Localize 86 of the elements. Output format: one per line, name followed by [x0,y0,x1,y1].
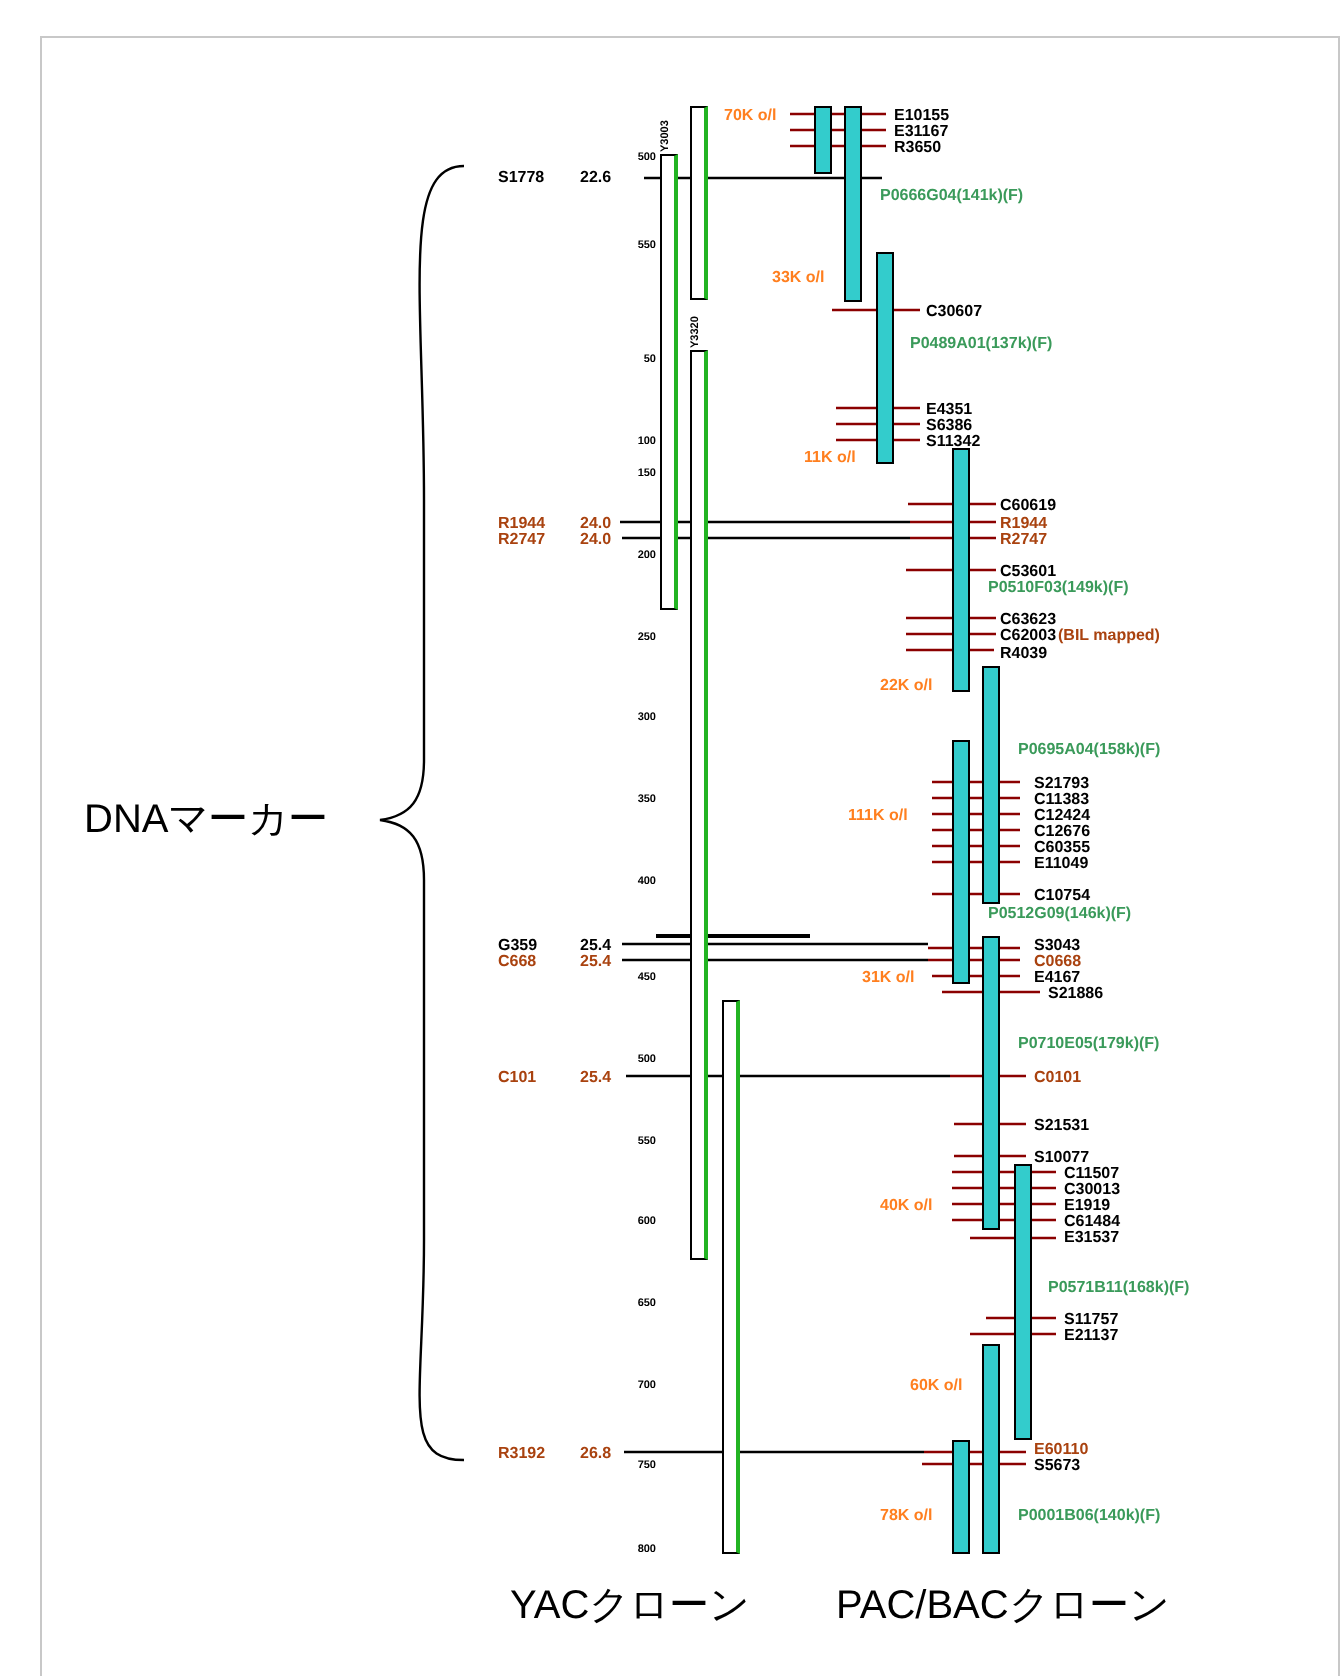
marker-name: S21793 [1034,773,1090,791]
group-label: YACクローン [510,1582,750,1630]
marker-name: C12676 [1034,821,1091,839]
marker-name: C30013 [1064,1179,1121,1197]
marker-name: R3192 [498,1443,546,1461]
yac-clone-bar [690,106,708,300]
marker-name: E4167 [1034,967,1081,985]
marker-name: C101 [498,1067,537,1085]
overlap-label: 33K o/l [772,267,825,285]
clone-name: P0001B06(140k)(F) [1018,1505,1161,1523]
marker-name: S1778 [498,167,545,185]
marker-name: S11342 [926,431,981,449]
marker-name: G359 [498,935,538,953]
group-label: DNAマーカー [84,796,329,844]
overlap-label: 22K o/l [880,675,933,693]
marker-name: C60619 [1000,495,1057,513]
marker-name: E60110 [1034,1439,1089,1457]
marker-name: C60355 [1034,837,1091,855]
marker-name: 24.0 [580,529,612,547]
marker-name: 26.8 [580,1443,612,1461]
marker-name: C10754 [1034,885,1091,903]
overlap-label: 31K o/l [862,967,915,985]
yac-clone-bar [690,350,708,1260]
bac-clone-bar [982,936,1000,1230]
marker-name: S3043 [1034,935,1081,953]
bac-clone-bar [952,740,970,984]
marker-name: 25.4 [580,935,612,953]
clone-name: P0710E05(179k)(F) [1018,1033,1160,1051]
overlap-label: 40K o/l [880,1195,933,1213]
clone-name: P0512G09(146k)(F) [988,903,1132,921]
bac-clone-bar [814,106,832,174]
marker-name: 24.0 [580,513,612,531]
overlap-label: 78K o/l [880,1505,933,1523]
marker-name: (BIL mapped) [1058,625,1160,643]
bac-clone-bar [952,448,970,692]
marker-name: R4039 [1000,643,1048,661]
clone-name: P0489A01(137k)(F) [910,333,1053,351]
marker-name: 25.4 [580,1067,612,1085]
marker-name: R1944 [498,513,546,531]
overlap-label: 111K o/l [848,805,908,823]
marker-name: C668 [498,951,537,969]
bac-clone-bar [844,106,862,302]
marker-name: R1944 [1000,513,1048,531]
marker-name: C0668 [1034,951,1082,969]
yac-clone-bar [722,1000,740,1554]
marker-name: S11757 [1064,1309,1119,1327]
marker-name: E31537 [1064,1227,1120,1245]
marker-name: E4351 [926,399,973,417]
marker-name: E10155 [894,105,950,123]
marker-name: E11049 [1034,853,1089,871]
marker-name: C53601 [1000,561,1057,579]
marker-name: S10077 [1034,1147,1090,1165]
marker-name: C11507 [1064,1163,1120,1181]
marker-name: E1919 [1064,1195,1111,1213]
marker-name: S5673 [1034,1455,1081,1473]
marker-name: R2747 [1000,529,1048,547]
marker-name: C12424 [1034,805,1091,823]
bac-clone-bar [876,252,894,464]
marker-name: C0101 [1034,1067,1082,1085]
marker-name: E21137 [1064,1325,1119,1343]
bac-clone-bar [982,1344,1000,1554]
marker-name: S6386 [926,415,973,433]
marker-name: C63623 [1000,609,1057,627]
bac-clone-bar [1014,1164,1032,1440]
clone-name: P0666G04(141k)(F) [880,185,1024,203]
bac-clone-bar [982,666,1000,904]
marker-name: 22.6 [580,167,612,185]
marker-name: R3650 [894,137,942,155]
marker-name: C11383 [1034,789,1090,807]
marker-name: S21531 [1034,1115,1090,1133]
marker-name: 25.4 [580,951,612,969]
marker-name: C30607 [926,301,983,319]
marker-name: C61484 [1064,1211,1121,1229]
marker-name: C62003 [1000,625,1057,643]
marker-name: R2747 [498,529,546,547]
clone-name: P0695A04(158k)(F) [1018,739,1161,757]
yac-clone-bar [660,154,678,610]
overlap-label: 60K o/l [910,1375,963,1393]
clone-name: P0510F03(149k)(F) [988,577,1129,595]
group-label: PAC/BACクローン [836,1582,1169,1630]
overlap-label: 11K o/l [804,447,856,465]
marker-name: S21886 [1048,983,1104,1001]
overlap-label: 70K o/l [724,105,777,123]
clone-name: P0571B11(168k)(F) [1048,1277,1190,1295]
marker-name: E31167 [894,121,949,139]
bac-clone-bar [952,1440,970,1554]
